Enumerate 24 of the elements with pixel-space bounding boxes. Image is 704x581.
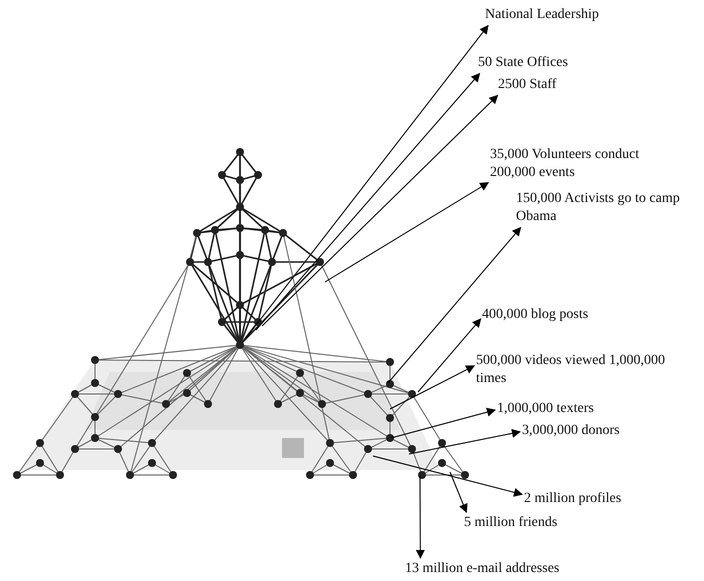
callout-text: 5 million friends xyxy=(464,514,558,532)
callout-text: 400,000 blog posts xyxy=(482,306,588,324)
callout-text: 2500 Staff xyxy=(498,76,556,94)
callout-text: 500,000 videos viewed 1,000,000 times xyxy=(476,352,676,388)
callout-text: 13 million e-mail addresses xyxy=(405,560,560,578)
arrow xyxy=(262,94,498,326)
arrow xyxy=(418,318,482,392)
arrow xyxy=(388,226,522,384)
arrow xyxy=(450,472,468,513)
arrow xyxy=(372,456,523,497)
callout-text: 1,000,000 texters xyxy=(497,400,594,418)
arrow xyxy=(416,476,425,559)
arrow xyxy=(408,428,521,454)
arrow xyxy=(246,24,489,338)
callout-text: 3,000,000 donors xyxy=(522,422,620,440)
arrow xyxy=(390,408,496,438)
callout-text: National Leadership xyxy=(485,6,599,24)
callout-text: 50 State Offices xyxy=(478,54,568,72)
arrow xyxy=(390,365,476,410)
arrow xyxy=(324,182,490,282)
callout-text: 2 million profiles xyxy=(524,490,622,508)
callout-text: 150,000 Activists go to camp Obama xyxy=(516,190,696,226)
callout-text: 35,000 Volunteers conduct 200,000 events xyxy=(490,146,665,182)
arrow xyxy=(256,72,480,330)
